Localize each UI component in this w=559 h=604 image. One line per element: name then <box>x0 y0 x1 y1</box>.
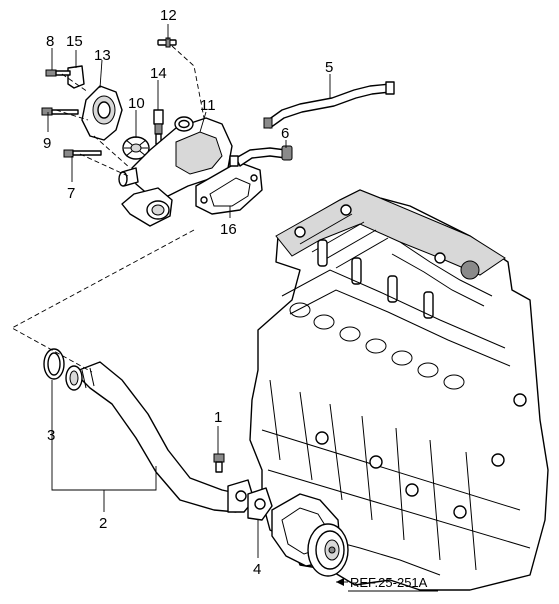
water-pump <box>271 493 349 577</box>
callout-11: 11 <box>200 97 216 114</box>
callout-15: 15 <box>66 33 83 50</box>
callout-5: 5 <box>325 59 333 76</box>
callout-4: 4 <box>253 561 261 578</box>
engine-block <box>249 189 549 591</box>
stud-bolt <box>157 37 177 48</box>
callout-3: 3 <box>47 427 55 444</box>
thermostat <box>122 136 150 160</box>
callout-1: 1 <box>214 409 222 426</box>
callout-14: 14 <box>150 65 167 82</box>
bolt-9 <box>41 107 79 116</box>
callout-8: 8 <box>46 33 54 50</box>
callout-16: 16 <box>220 221 237 238</box>
thermostat-housing-group <box>41 37 395 227</box>
callout-10: 10 <box>128 95 145 112</box>
hose-5 <box>267 83 391 129</box>
bolt-8 <box>45 69 71 77</box>
callout-9: 9 <box>43 135 51 152</box>
callout-7: 7 <box>67 185 75 202</box>
callouts: 12 8 15 13 14 10 11 5 6 9 7 16 1 3 2 4 R… <box>43 7 438 592</box>
callout-2: 2 <box>99 515 107 532</box>
water-inlet-pipe <box>73 361 241 513</box>
water-pipe-group <box>43 348 349 577</box>
callout-12: 12 <box>160 7 177 24</box>
hose-6 <box>235 147 287 167</box>
bracket <box>67 65 85 89</box>
callout-6: 6 <box>281 125 289 142</box>
temperature-sensor <box>153 109 164 145</box>
bolt-7 <box>63 149 102 158</box>
callout-13: 13 <box>94 47 111 64</box>
routing-lines <box>11 45 205 373</box>
reference-label: REF.25-251A <box>350 575 428 590</box>
leader-lines <box>47 24 348 586</box>
bolt-1 <box>213 453 225 473</box>
